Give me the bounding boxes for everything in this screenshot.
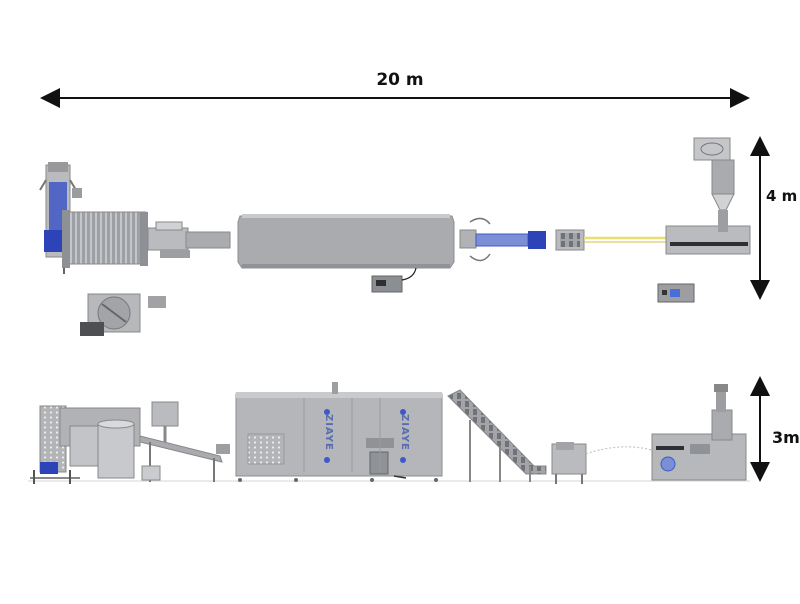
height-dimension-label: 3m bbox=[772, 428, 800, 447]
conveyor-top bbox=[459, 217, 546, 262]
packaging-machine-side bbox=[651, 384, 747, 481]
elevator-tank-unit-side bbox=[30, 405, 141, 484]
length-dimension-label: 20 m bbox=[376, 70, 424, 90]
brand-mark: ZIAYE bbox=[399, 414, 410, 451]
dryer-oven-top bbox=[237, 214, 455, 269]
control-panel-top-1 bbox=[371, 267, 417, 293]
side-view bbox=[28, 382, 750, 484]
packaging-machine-top bbox=[665, 137, 751, 255]
feed-line-top bbox=[584, 236, 666, 243]
extruder-side bbox=[139, 401, 230, 482]
seasoning-drum-top bbox=[555, 229, 585, 251]
dryer-oven-side bbox=[235, 382, 443, 482]
auxiliary-unit-top bbox=[80, 293, 166, 336]
control-panel-top-2 bbox=[657, 283, 695, 303]
mixer-drum-top bbox=[62, 210, 148, 274]
top-view bbox=[39, 137, 751, 336]
brand-mark: ZIAYE bbox=[323, 414, 334, 451]
seasoning-drum-side bbox=[551, 442, 653, 484]
width-dimension-label: 4 m bbox=[766, 187, 798, 205]
inclined-conveyor-side bbox=[447, 389, 547, 482]
extruder-top bbox=[147, 221, 231, 258]
